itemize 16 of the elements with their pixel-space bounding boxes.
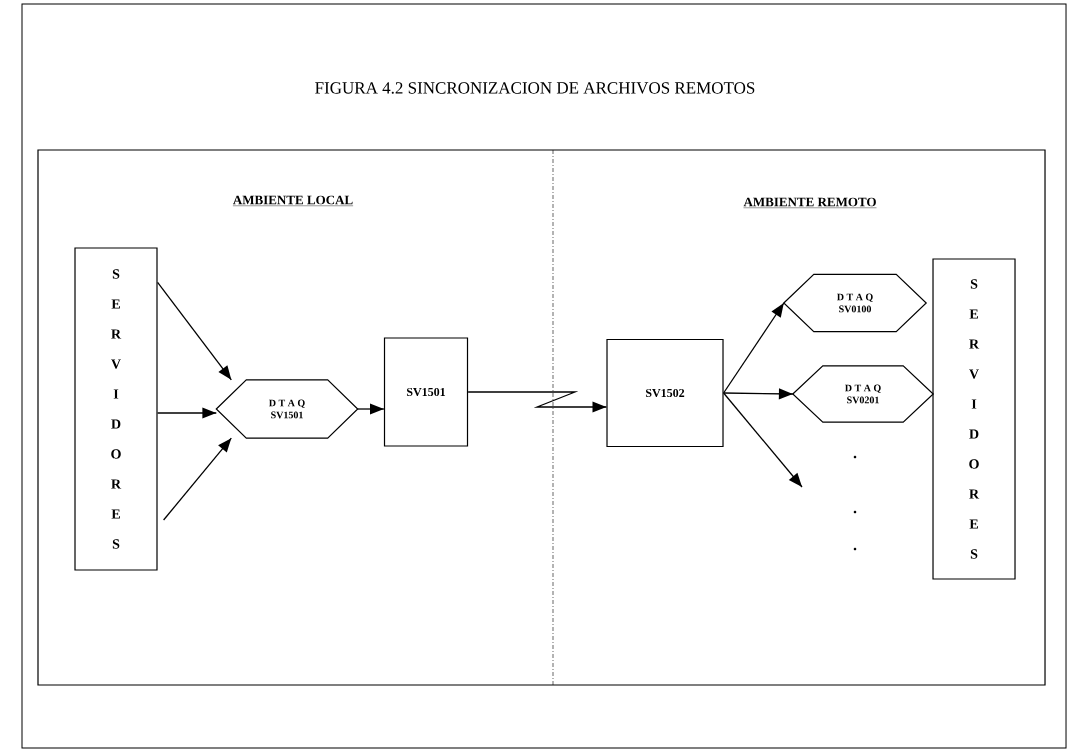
arrow bbox=[722, 392, 803, 488]
arrow bbox=[722, 388, 794, 400]
queue-hexagon: D T A Q SV1501 bbox=[215, 379, 359, 439]
title: FIGURA 4.2 SINCRONIZACION DE ARCHIVOS REMOTOS bbox=[315, 82, 755, 94]
server-column: S E R V I D O R E S bbox=[932, 258, 1016, 580]
process-box: SV1501 bbox=[383, 337, 469, 447]
section-heading: AMBIENTE REMOTO bbox=[743, 197, 877, 208]
arrow bbox=[156, 407, 217, 419]
arrow bbox=[156, 281, 232, 381]
arrow bbox=[467, 391, 608, 413]
arrow bbox=[357, 403, 385, 415]
section-heading: AMBIENTE LOCAL bbox=[232, 195, 354, 206]
arrow bbox=[162, 437, 232, 521]
arrow bbox=[722, 302, 785, 394]
server-column: S E R V I D O R E S bbox=[74, 247, 158, 571]
process-box: SV1502 bbox=[606, 338, 724, 448]
